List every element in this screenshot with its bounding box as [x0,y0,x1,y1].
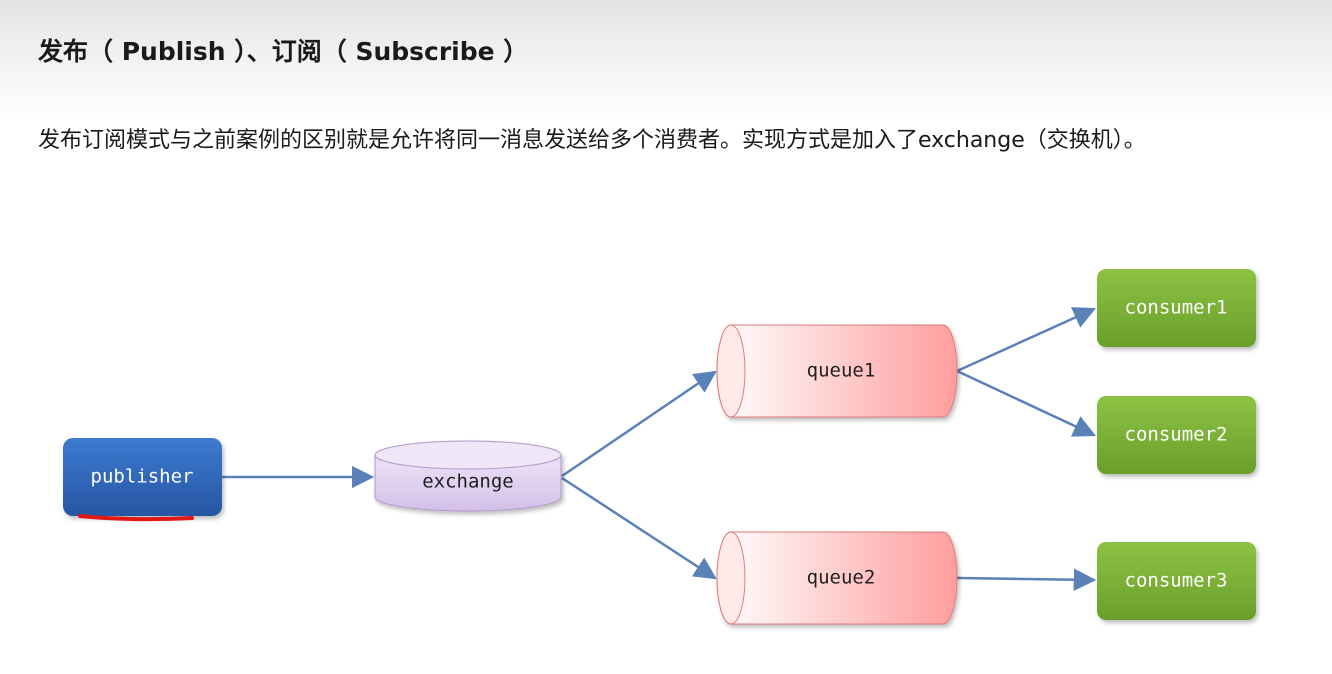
queue1-node [716,324,958,418]
header-bar [0,0,1332,122]
publisher-underline [78,514,194,522]
queue2-label: queue2 [807,567,876,589]
arrow-exchange-queue1 [561,370,717,478]
consumer3-label: consumer3 [1125,570,1228,592]
publisher-label: publisher [91,466,194,488]
consumer1-node: consumer1 [1097,269,1256,347]
arrow-queue1-consumer1 [956,307,1097,373]
exchange-node [374,440,562,512]
queue2-node [716,531,958,625]
consumer1-label: consumer1 [1125,297,1228,319]
consumer3-node: consumer3 [1097,542,1256,620]
publisher-node: publisher [63,438,222,516]
exchange-label: exchange [422,471,514,493]
arrow-exchange-queue2 [561,476,717,580]
queue1-label: queue1 [807,360,876,382]
arrow-queue2-consumer3 [956,568,1097,591]
description-text: 发布订阅模式与之前案例的区别就是允许将同一消息发送给多个消费者。实现方式是加入了… [38,128,1146,153]
page-title: 发布（ Publish ）、订阅（ Subscribe ） [38,37,529,66]
arrow-queue1-consumer2 [956,369,1097,437]
consumer2-node: consumer2 [1097,396,1256,474]
consumer2-label: consumer2 [1125,424,1228,446]
arrows [222,307,1097,591]
